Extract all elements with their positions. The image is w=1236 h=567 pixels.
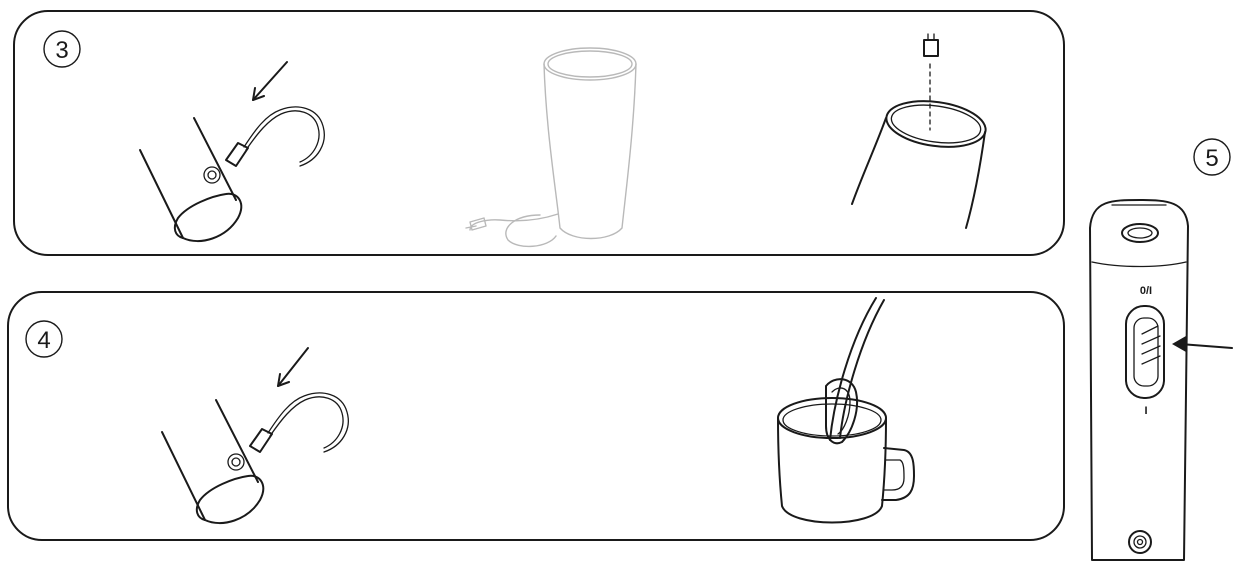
step-number: 4 (37, 327, 50, 354)
step-5-illustration: 5 0/I I (1090, 139, 1232, 560)
tube-with-hook-illustration (140, 107, 324, 241)
step-4-frame (8, 292, 1064, 540)
step-number: 3 (55, 37, 68, 64)
tube-with-hook-illustration (162, 393, 348, 523)
step-4-badge: 4 (26, 321, 62, 357)
step-3-panel: 3 (14, 11, 1064, 255)
arrow-icon (278, 348, 308, 386)
arrow-icon (1172, 336, 1232, 352)
arrow-icon (253, 62, 287, 100)
switch-off-label: I (1144, 405, 1147, 417)
step-5-badge: 5 (1194, 139, 1230, 175)
tube-opening-illustration (852, 34, 989, 228)
step-4-panel: 4 (8, 292, 1064, 540)
power-switch: 0/I I (1126, 285, 1164, 417)
bottom-port (1129, 531, 1151, 553)
mug-with-tube-illustration (778, 298, 914, 523)
device-body (1090, 200, 1188, 560)
step-3-badge: 3 (44, 31, 80, 67)
switch-on-label: 0/I (1140, 285, 1152, 297)
container-with-tube-illustration (466, 48, 636, 246)
step-number: 5 (1205, 145, 1218, 172)
